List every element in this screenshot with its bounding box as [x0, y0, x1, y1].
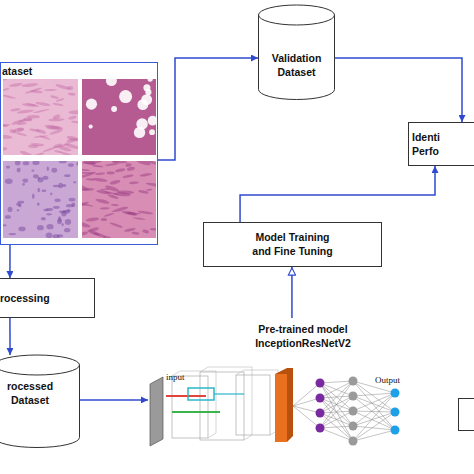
flow-arrow — [9, 245, 11, 278]
flow-arrow — [80, 399, 148, 401]
flow-arrow — [335, 58, 462, 122]
database-cylinder: Validation Dataset — [258, 5, 335, 100]
node-label: Identi Perfo — [412, 130, 450, 158]
cylinder-rim — [0, 365, 80, 375]
node-label: rocessed Dataset — [0, 379, 60, 407]
histology-image — [3, 161, 78, 238]
histology-image — [82, 79, 156, 155]
flow-arrow — [158, 58, 258, 160]
cylinder-rim — [259, 15, 335, 25]
flow-arrow — [291, 267, 293, 318]
node-art — [1, 63, 159, 246]
histology-image — [3, 79, 78, 155]
process-box: Model Training and Fine Tuning — [203, 222, 382, 267]
database-cylinder: rocessed Dataset — [0, 355, 80, 448]
node-label: Model Training and Fine Tuning — [245, 230, 340, 258]
process-box: rocessing — [0, 278, 95, 318]
cylinder-outline — [0, 355, 80, 448]
cropped-box — [459, 399, 474, 431]
node-label: rocessing — [0, 291, 80, 305]
node-label: Pre-trained model InceptionResNetV2 — [253, 322, 353, 350]
histology-image — [82, 161, 156, 238]
cylinder-outline — [259, 5, 335, 100]
layer-label: Output — [375, 375, 400, 385]
process-box: Identi Perfo — [408, 122, 474, 166]
node-label: Validation Dataset — [266, 51, 327, 79]
process-box: ataset — [0, 62, 158, 245]
network-illustration — [150, 367, 400, 446]
layer-label: input — [166, 372, 185, 382]
flow-arrow — [9, 318, 11, 355]
node-label: ataset — [2, 64, 62, 78]
flow-arrow — [240, 166, 435, 222]
